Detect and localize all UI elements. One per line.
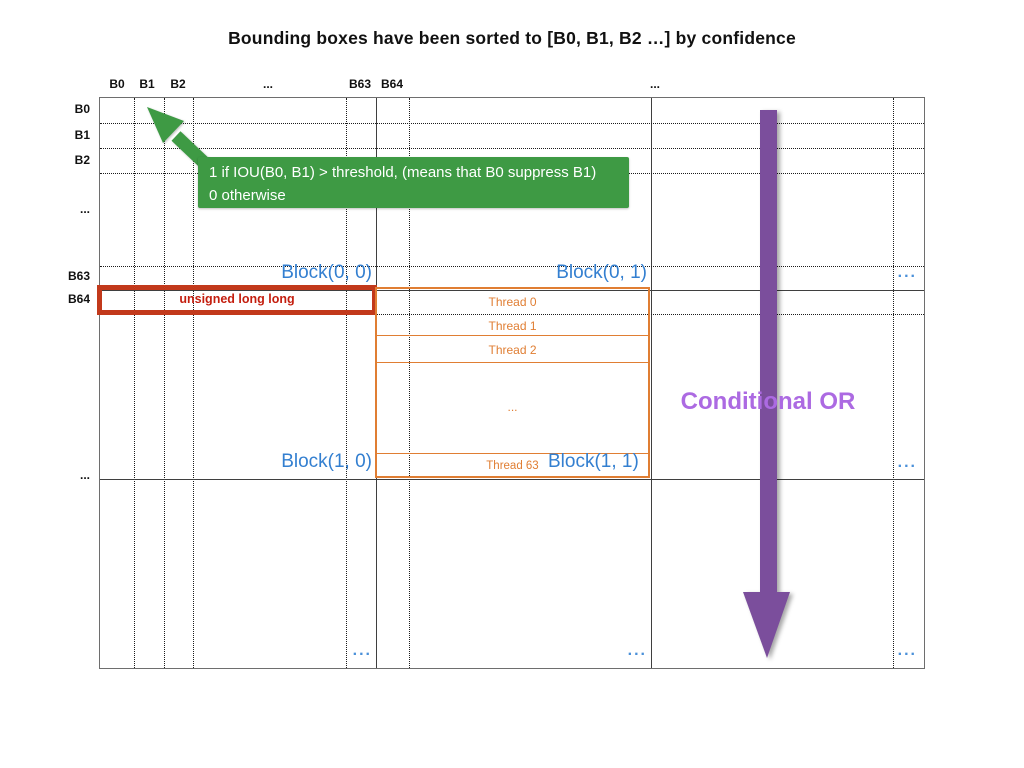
thread-row-divider — [377, 453, 648, 454]
col-header-b64: B64 — [380, 77, 404, 91]
col-header-b63: B63 — [348, 77, 372, 91]
grid-block-boundary-hline — [100, 479, 924, 480]
more-blocks-ellipsis-bottom-1: ... — [352, 642, 372, 659]
thread-row-divider — [377, 362, 648, 363]
thread-ellipsis: ... — [507, 400, 518, 414]
more-blocks-ellipsis-right-1: ... — [897, 264, 917, 281]
block-1-0-label: Block(1, 0) — [281, 451, 372, 472]
thread-row-divider — [377, 335, 648, 336]
grid-block-boundary-hline — [100, 290, 924, 291]
more-blocks-ellipsis-right-2: ... — [897, 454, 917, 471]
grid-dotted-vline — [409, 98, 410, 668]
col-header-b1: B1 — [139, 77, 155, 91]
block-1-1-label: Block(1, 1) — [548, 451, 639, 472]
grid-dotted-vline — [193, 98, 194, 668]
col-header-ellipsis-2: ... — [649, 77, 661, 91]
grid-dotted-vline — [893, 98, 894, 668]
more-blocks-ellipsis-bottom-3: ... — [897, 642, 917, 659]
memory-type-label: unsigned long long — [179, 292, 295, 306]
block-0-0-label: Block(0, 0) — [281, 262, 372, 283]
row-header-b1: B1 — [74, 128, 90, 142]
grid-dotted-vline — [164, 98, 165, 668]
grid-dotted-hline — [100, 314, 924, 315]
iou-callout-line2: 0 otherwise — [209, 187, 286, 204]
thread-0-label: Thread 0 — [488, 295, 537, 309]
iou-callout-box: 1 if IOU(B0, B1) > threshold, (means tha… — [198, 157, 629, 208]
slide-title: Bounding boxes have been sorted to [B0, … — [228, 28, 796, 48]
col-header-b2: B2 — [170, 77, 186, 91]
grid-dotted-hline — [100, 123, 924, 124]
row-header-ellipsis-2: ... — [79, 468, 90, 482]
grid-block-boundary-vline — [651, 98, 652, 668]
col-header-b0: B0 — [109, 77, 125, 91]
thread-2-label: Thread 2 — [488, 343, 537, 357]
col-header-ellipsis: ... — [262, 77, 274, 91]
thread-1-label: Thread 1 — [488, 319, 537, 333]
block-0-1-label: Block(0, 1) — [556, 262, 647, 283]
row-header-b2: B2 — [74, 153, 90, 167]
grid-dotted-vline — [346, 98, 347, 668]
grid-dotted-hline — [100, 266, 924, 267]
thread-63-label: Thread 63 — [486, 460, 539, 472]
row-header-b63: B63 — [67, 269, 90, 283]
row-header-ellipsis: ... — [79, 202, 90, 216]
row-header-b0: B0 — [74, 102, 90, 116]
thread-block-box: Thread 0 Thread 1 Thread 2 ... Thread 63 — [375, 287, 650, 478]
more-blocks-ellipsis-bottom-2: ... — [627, 642, 647, 659]
grid-dotted-vline — [134, 98, 135, 668]
row-header-b64: B64 — [67, 292, 90, 306]
conditional-or-label: Conditional OR — [680, 388, 856, 415]
memory-row-highlight-box — [97, 285, 377, 315]
grid-dotted-hline — [100, 148, 924, 149]
iou-callout-line1: 1 if IOU(B0, B1) > threshold, (means tha… — [209, 164, 597, 181]
